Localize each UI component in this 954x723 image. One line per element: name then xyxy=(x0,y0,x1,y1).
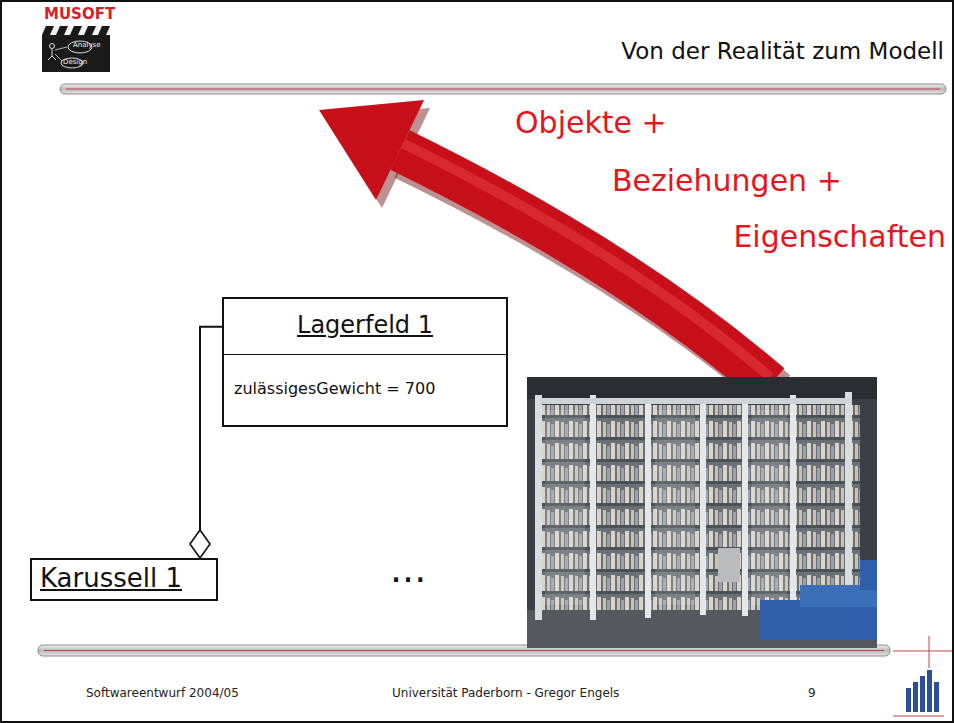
attribute-value: zulässigesGewicht = 700 xyxy=(224,355,506,425)
link-line xyxy=(200,327,222,530)
page-number: 9 xyxy=(808,687,816,701)
aggregation-link xyxy=(190,327,222,558)
warehouse-photo xyxy=(527,377,877,648)
arrow-label: Beziehungen + xyxy=(612,164,842,199)
university-logo xyxy=(906,670,939,712)
uml-object-box: Lagerfeld 1zulässigesGewicht = 700 xyxy=(222,297,508,427)
logo-text: Design xyxy=(63,59,87,66)
slide-title: Von der Realität zum Modell xyxy=(621,38,944,64)
header-bar xyxy=(60,84,946,94)
logo-text: MUSOFT xyxy=(44,6,115,23)
arrow-label: Eigenschaften xyxy=(733,220,946,255)
object-name: Lagerfeld 1 xyxy=(224,299,506,355)
arrow-label: Objekte + xyxy=(515,106,667,141)
footer-text: Softwareentwurf 2004/05 xyxy=(86,687,239,701)
uml-object-box: Karussell 1 xyxy=(30,558,218,601)
musoft-logo xyxy=(42,26,110,72)
aggregation-diamond xyxy=(190,530,210,558)
footer-text: Universität Paderborn - Gregor Engels xyxy=(392,687,619,701)
logo-text: Analyse xyxy=(73,42,101,49)
object-name: Karussell 1 xyxy=(32,560,216,599)
ellipsis: ... xyxy=(390,548,426,592)
